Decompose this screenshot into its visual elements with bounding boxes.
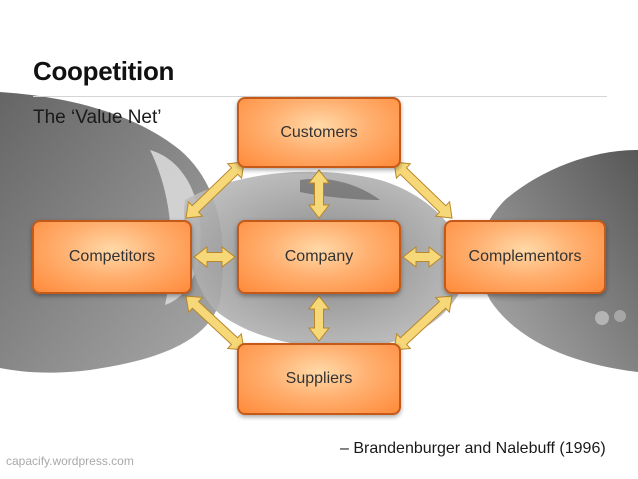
arrow-complementors-company (402, 245, 443, 269)
node-company: Company (237, 220, 401, 294)
node-complementors-label: Complementors (468, 248, 582, 265)
node-suppliers: Suppliers (237, 343, 401, 415)
node-competitors: Competitors (32, 220, 192, 294)
node-customers-label: Customers (280, 123, 358, 141)
arrow-competitors-customers (185, 161, 245, 219)
citation: – Brandenburger and Nalebuff (1996) (340, 440, 606, 457)
arrow-customers-company (307, 169, 331, 219)
slide-subtitle: The ‘Value Net’ (33, 107, 162, 128)
arrow-suppliers-complementors (393, 295, 453, 351)
arrow-competitors-company (193, 245, 236, 269)
node-complementors: Complementors (444, 220, 606, 294)
arrow-suppliers-company (307, 295, 331, 342)
node-competitors-label: Competitors (68, 248, 156, 265)
node-company-label: Company (284, 248, 354, 265)
arrow-competitors-suppliers (185, 295, 245, 351)
slide-title: Coopetition (33, 56, 175, 86)
arrow-customers-complementors (393, 161, 453, 219)
node-customers: Customers (237, 97, 401, 168)
title-divider (33, 96, 607, 97)
node-suppliers-label: Suppliers (285, 370, 353, 387)
source-credit: capacify.wordpress.com (6, 454, 134, 468)
